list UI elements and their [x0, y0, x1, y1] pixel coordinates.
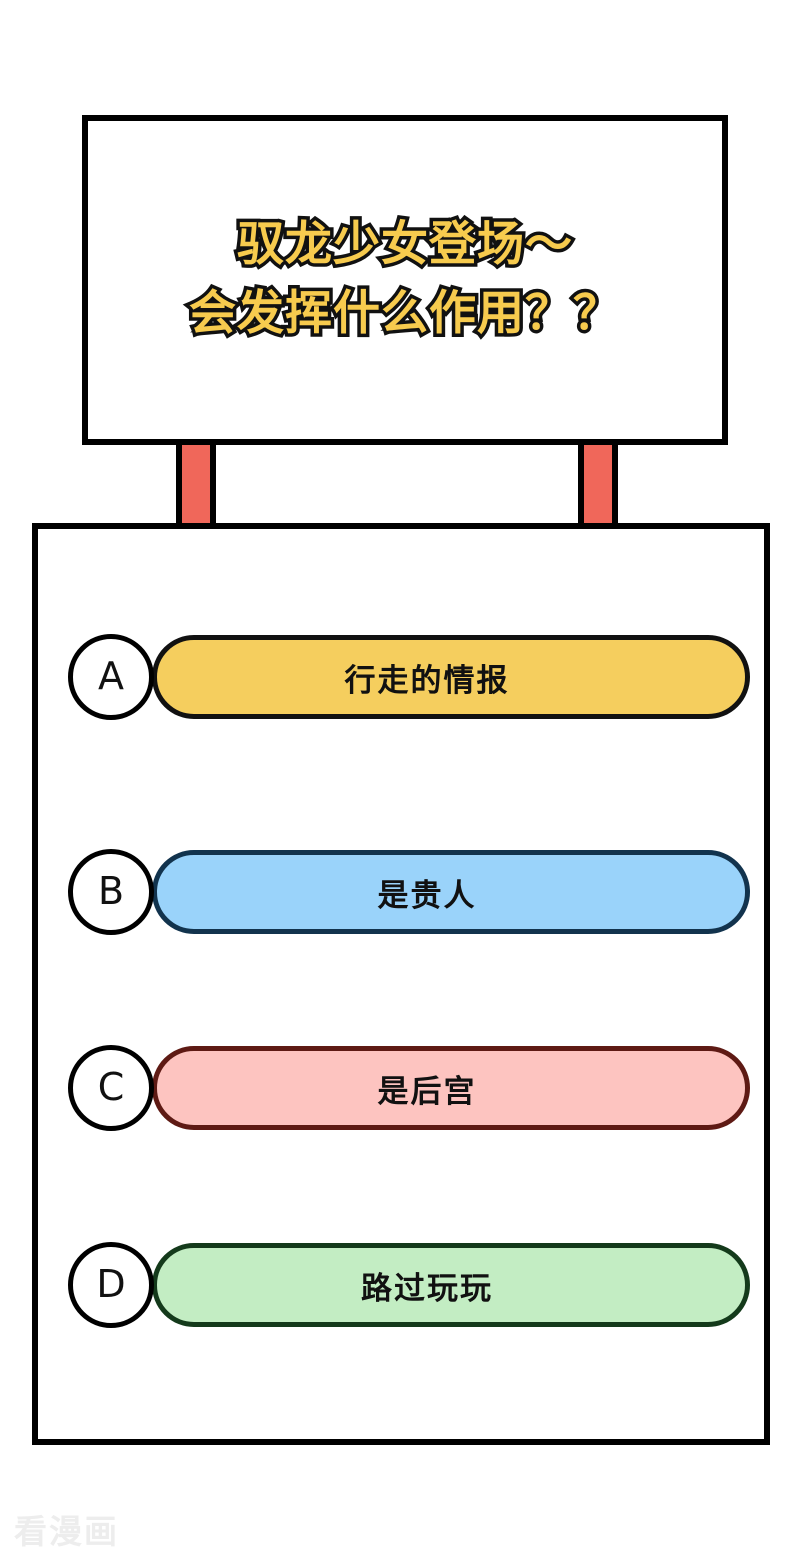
answer-letter-a: A	[98, 654, 124, 698]
answer-option-d[interactable]: 路过玩玩 D	[68, 1242, 750, 1328]
answer-label-c: 是后宫	[377, 1073, 477, 1110]
question-title-line-2: 会发挥什么作用？？	[186, 284, 624, 343]
answers-panel: 行走的情报 A 是贵人 B 是后宫 C 路过玩玩	[32, 523, 770, 1445]
sign-post-right	[578, 440, 618, 532]
question-sign-board: 驭龙少女登场～ 会发挥什么作用？？	[82, 115, 728, 445]
answer-badge-b[interactable]: B	[68, 849, 154, 935]
question-title-line-1: 驭龙少女登场～	[234, 215, 576, 274]
answer-letter-c: C	[97, 1065, 125, 1109]
answer-label-d: 路过玩玩	[361, 1270, 493, 1307]
answer-pill-a[interactable]: 行走的情报	[152, 635, 750, 719]
answer-badge-a[interactable]: A	[68, 634, 154, 720]
answer-pill-c[interactable]: 是后宫	[152, 1046, 750, 1130]
answer-badge-d[interactable]: D	[68, 1242, 154, 1328]
answer-letter-d: D	[96, 1262, 126, 1306]
answer-option-c[interactable]: 是后宫 C	[68, 1045, 750, 1131]
answer-pill-b[interactable]: 是贵人	[152, 850, 750, 934]
answer-badge-c[interactable]: C	[68, 1045, 154, 1131]
answer-label-a: 行走的情报	[344, 662, 510, 699]
sign-post-left	[176, 440, 216, 532]
answer-letter-b: B	[97, 869, 125, 913]
answer-option-a[interactable]: 行走的情报 A	[68, 634, 750, 720]
answer-option-b[interactable]: 是贵人 B	[68, 849, 750, 935]
answer-label-b: 是贵人	[377, 877, 477, 914]
answer-pill-d[interactable]: 路过玩玩	[152, 1243, 750, 1327]
site-watermark: 看漫画	[14, 1512, 119, 1551]
